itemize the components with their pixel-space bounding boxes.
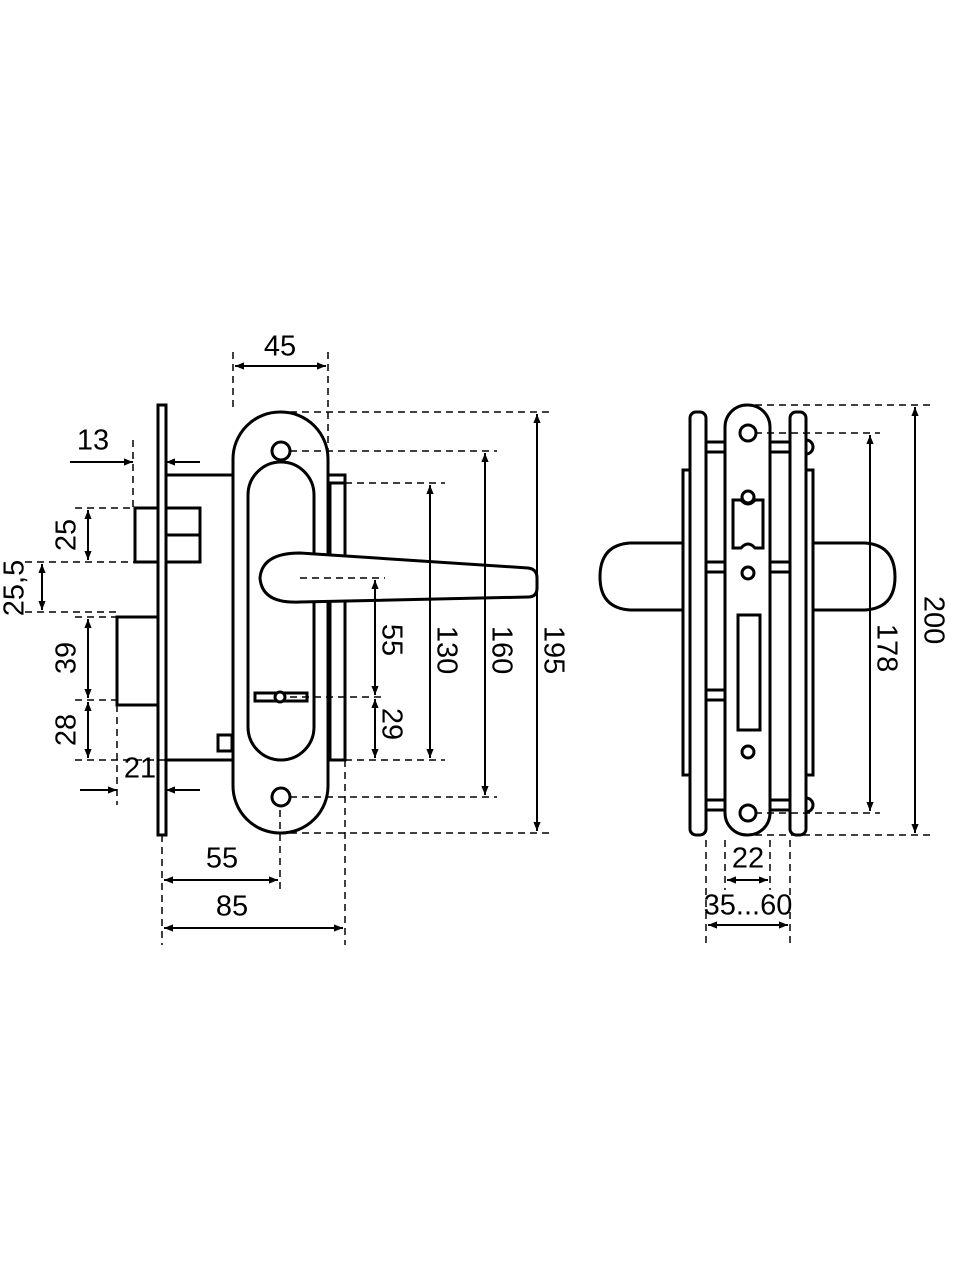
dim-faceplate-width: 22 xyxy=(732,843,764,875)
dim-door-thickness: 35...60 xyxy=(704,890,793,922)
dim-faceplate-offset: 21 xyxy=(124,753,156,785)
plate-left xyxy=(688,410,708,837)
bolt-slot xyxy=(736,613,762,732)
dim-backset: 55 xyxy=(206,843,238,875)
dim-plate-height: 195 xyxy=(537,626,569,674)
dim-bolt-to-bottom: 28 xyxy=(51,714,83,746)
dim-backset-latch: 13 xyxy=(77,425,109,457)
side-view: 178 200 22 35...60 xyxy=(598,403,949,945)
body-edge xyxy=(328,481,347,762)
dim-plate-width: 45 xyxy=(264,331,296,363)
handle-stub-right xyxy=(810,541,897,612)
keyhole-icon xyxy=(253,690,309,704)
dim-body-height: 130 xyxy=(430,626,462,674)
dim-key-to-bottom: 29 xyxy=(375,708,407,740)
plate-right xyxy=(788,410,808,837)
faceplate xyxy=(156,403,168,837)
dim-latch-height: 25 xyxy=(51,519,83,551)
handle-stub-left xyxy=(598,541,685,612)
escutcheon-slot xyxy=(246,460,316,762)
latch-slot xyxy=(731,498,765,550)
dim-hole-spacing: 160 xyxy=(485,626,517,674)
screw-hole-bottom xyxy=(270,786,292,808)
dim-latch-bolt-gap: 25,5 xyxy=(0,560,31,616)
screw-hole-top xyxy=(270,440,292,462)
dim-bolt-height: 39 xyxy=(51,642,83,674)
dim-side-hole-spacing: 178 xyxy=(870,624,902,672)
front-view: 45 13 25 25,5 39 28 21 55 29 130 160 195… xyxy=(0,331,569,945)
spindle-detail xyxy=(216,733,234,753)
dim-side-plate-height: 200 xyxy=(917,596,949,644)
dim-body-depth: 85 xyxy=(216,891,248,923)
dim-handle-to-key: 55 xyxy=(375,624,407,656)
deadbolt xyxy=(115,615,160,707)
